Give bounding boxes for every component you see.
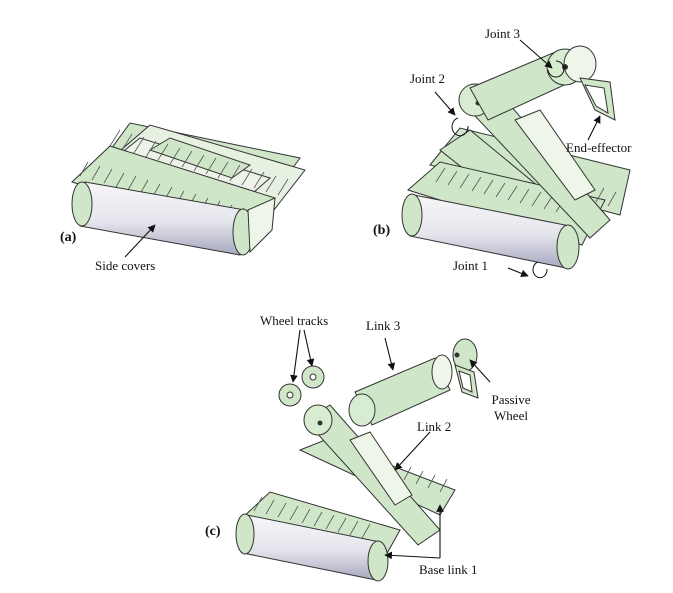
- link-2-pointer: [394, 431, 431, 471]
- end-effector-pointer: [587, 115, 601, 141]
- joint-1-pointer: [507, 267, 529, 278]
- panel-label-c: (c): [205, 524, 221, 539]
- link-2-label: Link 2: [417, 419, 452, 434]
- callout-arrows: [124, 39, 601, 560]
- joint-3-label: Joint 3: [485, 26, 521, 41]
- panel-label-b: (b): [373, 223, 391, 238]
- passive-wheel-pointer: [469, 359, 491, 383]
- passive-wheel-label-line1: Passive: [491, 392, 531, 407]
- joint-2-rotation-icon: [451, 117, 469, 137]
- wheel-tracks-pointer-b: [303, 329, 315, 367]
- side-covers-pointer: [124, 224, 156, 258]
- base-link-1-label: Base link 1: [419, 562, 478, 577]
- joint-3-pointer: [519, 39, 553, 69]
- panel-label-a: (a): [60, 230, 77, 245]
- panel-a-robot: [71, 122, 306, 256]
- end-effector-label: End-effector: [566, 140, 632, 155]
- joint-1-label: Joint 1: [453, 258, 489, 273]
- link-3-pointer: [384, 337, 396, 371]
- panel-c-robot: [235, 338, 479, 582]
- joint-1-rotation-icon: [532, 261, 548, 279]
- side-covers-label: Side covers: [95, 258, 156, 273]
- wheel-tracks-label: Wheel tracks: [260, 313, 329, 328]
- joint-2-label: Joint 2: [410, 71, 446, 86]
- wheel-tracks-pointer-a: [290, 329, 301, 383]
- rotation-arrows: [451, 60, 565, 279]
- base-link-1-pointer-a: [384, 551, 441, 560]
- joint-3-rotation-icon: [547, 60, 565, 78]
- panel-b-robot: [401, 45, 631, 270]
- link-3-label: Link 3: [366, 318, 401, 333]
- joint-2-pointer: [434, 91, 456, 116]
- passive-wheel-label-line2: Wheel: [494, 408, 528, 423]
- wheel-track-gears: [278, 365, 325, 407]
